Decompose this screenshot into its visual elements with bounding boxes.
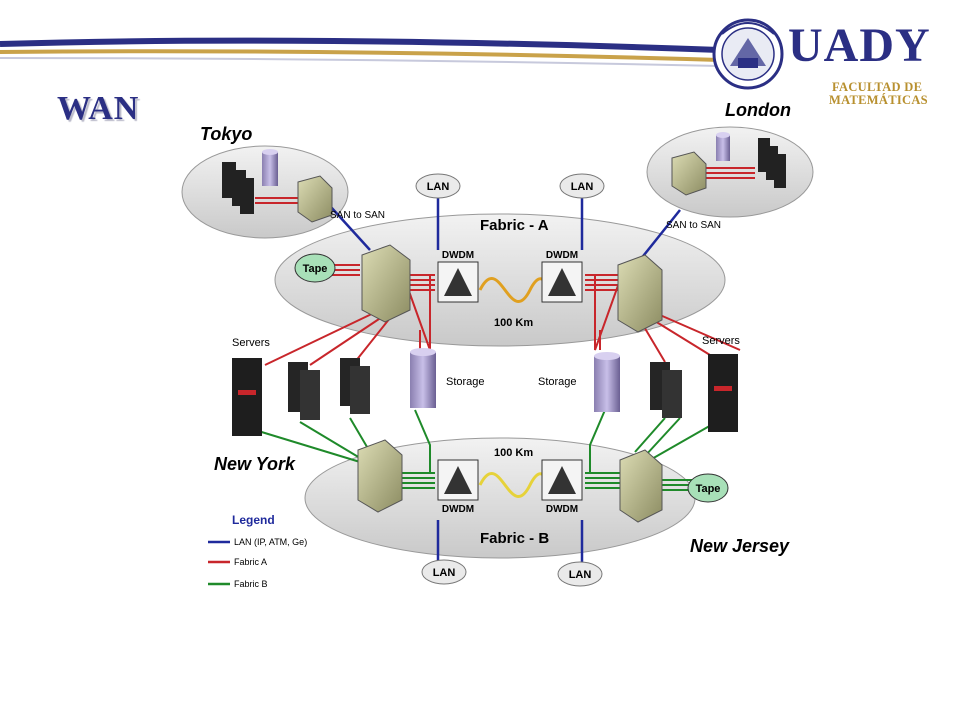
legend-item-fabric-b: Fabric B	[234, 579, 268, 589]
site-label-london: London	[725, 100, 791, 120]
legend: Legend LAN (IP, ATM, Ge) Fabric A Fabric…	[208, 513, 307, 589]
svg-text:Storage: Storage	[538, 376, 577, 388]
switch-fabric-a-right	[617, 254, 663, 333]
lan-bubble-bottom-left: LAN	[421, 559, 467, 585]
svg-text:DWDM: DWDM	[546, 250, 578, 261]
servers-london	[758, 138, 786, 188]
switch-fabric-a-left	[361, 244, 411, 323]
svg-text:DWDM: DWDM	[442, 250, 474, 261]
dwdm-a-right: DWDM	[541, 250, 583, 303]
legend-item-lan: LAN (IP, ATM, Ge)	[234, 537, 307, 547]
site-label-tokyo: Tokyo	[200, 124, 252, 144]
dwdm-b-left: DWDM	[437, 459, 479, 515]
switch-london	[671, 151, 707, 196]
switch-fabric-b-left	[357, 439, 403, 513]
servers-new-york: Servers	[232, 337, 370, 436]
header-lines	[0, 37, 721, 67]
logo-wordmark: UADY	[788, 19, 931, 72]
site-label-new-jersey: New Jersey	[690, 536, 790, 556]
storage-london	[716, 132, 730, 161]
distance-label-b: 100 Km	[494, 447, 533, 459]
logo-faculty-line2: MATEMÁTICAS	[829, 93, 928, 107]
servers-tokyo	[222, 162, 254, 214]
svg-text:Servers: Servers	[702, 335, 740, 347]
svg-text:Tape: Tape	[696, 483, 721, 495]
storage-tokyo	[262, 149, 278, 186]
lan-bubble-bottom-right: LAN	[557, 561, 603, 587]
dwdm-a-left: DWDM	[437, 250, 479, 303]
svg-text:Servers: Servers	[232, 337, 270, 349]
svg-text:LAN: LAN	[433, 567, 456, 579]
san-to-san-label-right: SAN to SAN	[666, 220, 721, 231]
slide-title: WAN	[57, 90, 140, 127]
site-label-new-york: New York	[214, 454, 296, 474]
svg-text:Storage: Storage	[446, 376, 485, 388]
switch-tokyo	[297, 175, 333, 223]
dwdm-b-right: DWDM	[541, 459, 583, 515]
tape-fabric-b: Tape	[687, 473, 729, 503]
university-seal-icon	[712, 18, 784, 90]
svg-text:LAN: LAN	[569, 569, 592, 581]
legend-item-fabric-a: Fabric A	[234, 557, 267, 567]
storage-left: Storage	[410, 348, 485, 408]
switch-fabric-b-right	[619, 449, 663, 523]
wan-diagram: LAN LAN LAN LAN	[181, 100, 814, 589]
tape-fabric-a: Tape	[294, 253, 336, 283]
distance-label-a: 100 Km	[494, 317, 533, 329]
logo-faculty-line1: FACULTAD DE	[832, 80, 923, 94]
fabric-a-label: Fabric - A	[480, 217, 549, 234]
svg-text:Tape: Tape	[303, 263, 328, 275]
svg-text:LAN: LAN	[571, 181, 594, 193]
legend-title: Legend	[232, 513, 275, 527]
storage-right: Storage	[538, 352, 620, 412]
lan-bubble-top-right: LAN	[559, 173, 605, 199]
fabric-b-label: Fabric - B	[480, 530, 549, 547]
svg-text:DWDM: DWDM	[442, 504, 474, 515]
san-to-san-label-left: SAN to SAN	[330, 210, 385, 221]
svg-text:LAN: LAN	[427, 181, 450, 193]
svg-text:DWDM: DWDM	[546, 504, 578, 515]
lan-bubble-top-left: LAN	[415, 173, 461, 199]
servers-new-jersey: Servers	[650, 335, 740, 432]
